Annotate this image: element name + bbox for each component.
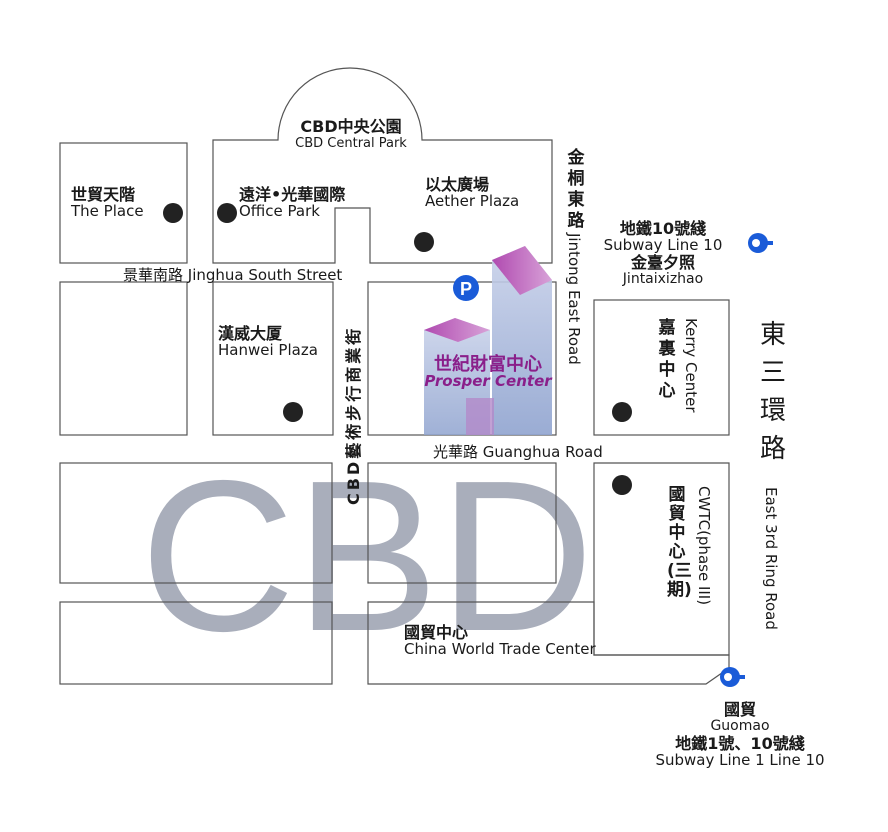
aether-en: Aether Plaza	[425, 192, 520, 210]
subway-icon-guomao	[720, 667, 745, 687]
road-cbd-art-street: CBD藝術步行商業街	[344, 325, 363, 505]
block-cwtc	[367, 601, 730, 685]
station-jintaixizhao: 地鐵10號綫 Subway Line 10 金臺夕照 Jintaixizhao	[593, 220, 733, 288]
central-park-en: CBD Central Park	[295, 136, 407, 151]
label-the-place: 世貿天階 The Place	[71, 186, 144, 220]
the-place-zh: 世貿天階	[71, 185, 136, 204]
label-cwtc: 國貿中心 China World Trade Center	[404, 624, 596, 658]
marker-cwtc3	[612, 475, 632, 495]
office-park-en: Office Park	[239, 202, 320, 220]
block-south-1	[59, 462, 333, 584]
cwtc3-zh: 國貿中心(三期)	[667, 485, 692, 600]
jintaixizhao-en: Jintaixizhao	[622, 271, 704, 287]
jintaixizhao-line-zh: 地鐵10號綫	[619, 219, 707, 238]
block-south-2	[367, 462, 557, 584]
label-hanwei: 漢威大厦 Hanwei Plaza	[218, 325, 318, 359]
block-hanwei-2	[212, 281, 334, 436]
marker-hanwei	[283, 402, 303, 422]
the-place-en: The Place	[71, 202, 144, 220]
guomao-zh: 國貿	[723, 700, 756, 719]
cwtc-zh: 國貿中心	[404, 623, 469, 642]
kerry-zh: 嘉裏中心	[658, 318, 676, 401]
central-park-zh: CBD中央公園	[300, 117, 402, 136]
road-east3-en: East 3rd Ring Road	[762, 487, 780, 630]
road-jintong-en: Jintong East Road	[565, 233, 583, 365]
guomao-en: Guomao	[710, 718, 770, 734]
marker-the-place	[163, 203, 183, 223]
station-guomao: 國貿 Guomao 地鐵1號、10號綫 Subway Line 1 Line 1…	[640, 701, 840, 769]
road-east3-zh: 東三環路	[759, 320, 786, 464]
block-the-place	[59, 142, 188, 264]
cwtc-en: China World Trade Center	[404, 640, 596, 658]
label-aether: 以太廣場 Aether Plaza	[425, 176, 519, 210]
block-south-3	[59, 601, 333, 685]
label-office-park: 遠洋•光華國際 Office Park	[239, 186, 345, 220]
hanwei-zh: 漢威大厦	[218, 324, 283, 343]
aether-zh: 以太廣場	[425, 175, 490, 194]
jintaixizhao-line-en: Subway Line 10	[603, 236, 723, 254]
label-prosper: 世紀財富中心 Prosper Center	[420, 356, 556, 390]
road-guanghua: 光華路 Guanghua Road	[433, 443, 603, 461]
road-jinghua: 景華南路 Jinghua South Street	[123, 266, 343, 284]
guomao-line-zh: 地鐵1號、10號綫	[675, 734, 805, 753]
kerry-en: Kerry Center	[682, 318, 700, 413]
label-central-park: CBD中央公園 CBD Central Park	[285, 118, 417, 152]
marker-kerry	[612, 402, 632, 422]
prosper-en: Prosper Center	[424, 372, 552, 390]
road-jintong-zh: 金桐東路	[567, 148, 585, 231]
guomao-line-en: Subway Line 1 Line 10	[655, 751, 825, 769]
block-central-park	[212, 67, 553, 264]
city-blocks	[59, 67, 730, 685]
office-park-zh: 遠洋•光華國際	[239, 185, 346, 204]
cbd-watermark: CBD	[140, 435, 594, 676]
hanwei-en: Hanwei Plaza	[218, 341, 318, 359]
marker-office-park	[217, 203, 237, 223]
subway-icon-jintaixizhao	[748, 233, 773, 253]
marker-aether	[414, 232, 434, 252]
block-hanwei	[59, 281, 188, 436]
prosper-zh: 世紀財富中心	[434, 354, 542, 375]
parking-icon: P	[453, 275, 479, 301]
building-markers	[163, 203, 632, 495]
block-kerry	[593, 299, 730, 436]
svg-text:P: P	[460, 279, 472, 299]
prosper-center-tower-illustration	[424, 246, 552, 435]
cwtc3-en: CWTC(phase III)	[695, 486, 713, 606]
jintaixizhao-zh: 金臺夕照	[630, 253, 695, 272]
